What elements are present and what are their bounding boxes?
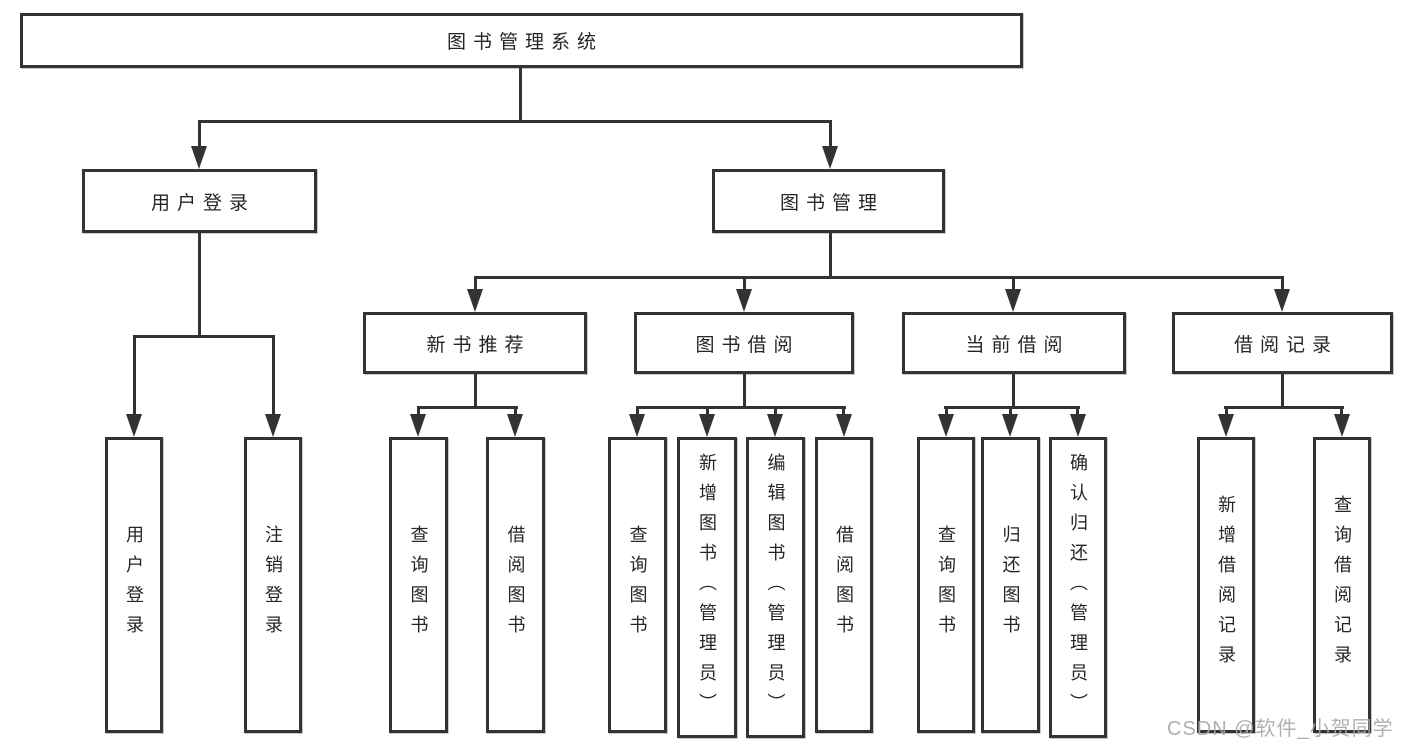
- connector-line: [1340, 406, 1343, 416]
- node-label: 新书推荐: [426, 334, 531, 356]
- connector-line: [743, 276, 746, 290]
- node-label: 查询图书: [408, 525, 429, 645]
- connector-line: [133, 335, 275, 338]
- arrow-down-icon: [507, 414, 523, 437]
- node-leaf-borrow-books: 借阅图书: [815, 437, 873, 733]
- arrow-down-icon: [938, 414, 954, 437]
- node-label: 查询图书: [627, 525, 648, 645]
- node-new-book-recommendation: 新书推荐: [363, 312, 587, 374]
- node-label: 新增借阅记录: [1216, 495, 1236, 675]
- node-book-borrowing: 图书借阅: [634, 312, 854, 374]
- node-leaf-add-borrow-record: 新增借阅记录: [1197, 437, 1255, 733]
- connector-line: [829, 120, 832, 148]
- node-label: 借阅图书: [505, 525, 526, 645]
- node-current-borrowing: 当前借阅: [902, 312, 1126, 374]
- connector-line: [514, 406, 517, 416]
- connector-line: [774, 406, 777, 416]
- connector-line: [133, 335, 136, 415]
- arrow-down-icon: [467, 289, 483, 312]
- connector-line: [474, 374, 477, 408]
- node-leaf-return-books: 归还图书: [981, 437, 1040, 733]
- node-label: 用户登录: [124, 525, 144, 645]
- node-label: 注销登录: [263, 525, 283, 645]
- node-user-login: 用户登录: [82, 169, 317, 233]
- node-label: 图书借阅: [695, 334, 800, 356]
- connector-line: [474, 276, 477, 290]
- connector-line: [636, 406, 639, 416]
- node-borrowing-records: 借阅记录: [1172, 312, 1393, 374]
- node-book-management: 图书管理: [712, 169, 945, 233]
- arrow-down-icon: [410, 414, 426, 437]
- node-label: 借阅记录: [1233, 334, 1338, 356]
- node-label: 当前借阅: [965, 334, 1070, 356]
- node-label: 新增图书（管理员）: [697, 452, 717, 723]
- node-label: 用户登录: [150, 192, 255, 214]
- arrow-down-icon: [126, 414, 142, 437]
- connector-line: [743, 374, 746, 408]
- csdn-watermark: CSDN @软件_小贺同学: [1167, 718, 1394, 740]
- node-leaf-query-borrow-record: 查询借阅记录: [1313, 437, 1371, 733]
- node-library-management-system: 图书管理系统: [20, 13, 1023, 68]
- connector-line: [519, 68, 522, 123]
- connector-line: [198, 120, 832, 123]
- arrow-down-icon: [736, 289, 752, 312]
- arrow-down-icon: [1002, 414, 1018, 437]
- node-label: 查询图书: [936, 525, 956, 645]
- connector-line: [198, 120, 201, 148]
- node-leaf-query-books: 查询图书: [608, 437, 667, 733]
- arrow-down-icon: [1218, 414, 1234, 437]
- arrow-down-icon: [1070, 414, 1086, 437]
- connector-line: [829, 233, 832, 278]
- connector-line: [474, 276, 1283, 279]
- node-leaf-confirm-return-admin: 确认归还（管理员）: [1049, 437, 1107, 738]
- connector-line: [1281, 374, 1284, 408]
- node-leaf-query-books: 查询图书: [917, 437, 975, 733]
- connector-line: [1225, 406, 1228, 416]
- node-label: 编辑图书（管理员）: [765, 452, 786, 723]
- arrow-down-icon: [191, 146, 207, 169]
- arrow-down-icon: [1005, 289, 1021, 312]
- arrow-down-icon: [822, 146, 838, 169]
- node-label: 借阅图书: [834, 525, 854, 645]
- connector-line: [636, 406, 846, 409]
- node-label: 归还图书: [1000, 525, 1021, 645]
- node-leaf-logout: 注销登录: [244, 437, 302, 733]
- node-leaf-add-books-admin: 新增图书（管理员）: [677, 437, 737, 738]
- connector-line: [842, 406, 845, 416]
- connector-line: [1281, 276, 1284, 290]
- arrow-down-icon: [767, 414, 783, 437]
- node-label: 图书管理: [779, 192, 884, 214]
- node-leaf-query-books: 查询图书: [389, 437, 448, 733]
- connector-line: [944, 406, 1080, 409]
- connector-line: [417, 406, 518, 409]
- connector-line: [706, 406, 709, 416]
- connector-line: [1012, 276, 1015, 290]
- node-leaf-user-login: 用户登录: [105, 437, 163, 733]
- connector-line: [1009, 406, 1012, 416]
- node-label: 查询借阅记录: [1332, 495, 1352, 675]
- connector-line: [272, 335, 275, 415]
- arrow-down-icon: [629, 414, 645, 437]
- arrow-down-icon: [1334, 414, 1350, 437]
- arrow-down-icon: [1274, 289, 1290, 312]
- node-leaf-edit-books-admin: 编辑图书（管理员）: [746, 437, 805, 738]
- connector-line: [198, 233, 201, 337]
- node-label: 确认归还（管理员）: [1068, 452, 1088, 723]
- connector-line: [417, 406, 420, 416]
- connector-line: [1012, 374, 1015, 408]
- arrow-down-icon: [699, 414, 715, 437]
- connector-line: [1076, 406, 1079, 416]
- connector-line: [945, 406, 948, 416]
- node-leaf-borrow-books: 借阅图书: [486, 437, 545, 733]
- connector-line: [1224, 406, 1344, 409]
- node-label: 图书管理系统: [446, 32, 603, 53]
- arrow-down-icon: [836, 414, 852, 437]
- arrow-down-icon: [265, 414, 281, 437]
